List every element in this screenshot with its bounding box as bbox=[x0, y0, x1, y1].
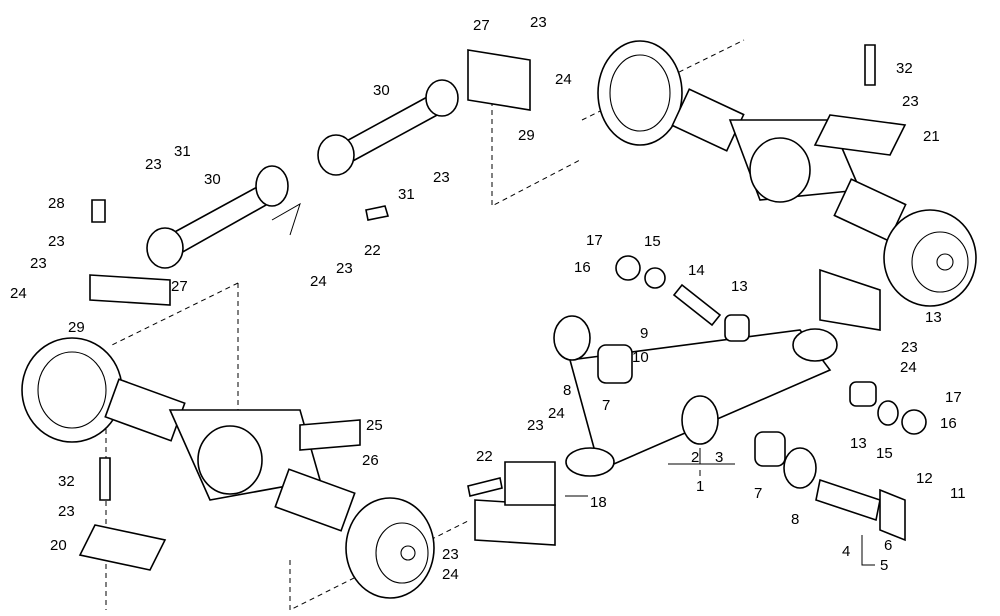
pins-and-bushings bbox=[91, 44, 927, 542]
callout-24f: 24 bbox=[442, 566, 459, 583]
callout-7a: 7 bbox=[602, 397, 610, 414]
callout-23d: 23 bbox=[145, 156, 162, 173]
callout-32a: 32 bbox=[896, 60, 913, 77]
callout-29a: 29 bbox=[518, 127, 535, 144]
callout-1: 1 bbox=[696, 478, 704, 495]
callout-3: 3 bbox=[715, 449, 723, 466]
callout-11: 11 bbox=[950, 485, 966, 502]
callout-23e: 23 bbox=[48, 233, 65, 250]
callout-18: 18 bbox=[590, 494, 607, 511]
callout-17b: 17 bbox=[945, 389, 962, 406]
rear-axle bbox=[597, 40, 977, 307]
callout-25: 25 bbox=[366, 417, 383, 434]
callout-24d: 24 bbox=[900, 359, 917, 376]
front-axle bbox=[21, 337, 435, 599]
callout-15b: 15 bbox=[876, 445, 893, 462]
callout-28: 28 bbox=[48, 195, 65, 212]
callout-13b: 13 bbox=[925, 309, 942, 326]
callout-labels: 1 2 3 4 5 6 7 7 8 8 9 10 11 12 13 13 13 … bbox=[10, 14, 966, 583]
callout-7b: 7 bbox=[754, 485, 762, 502]
callout-31b: 31 bbox=[398, 186, 415, 203]
callout-13a: 13 bbox=[731, 278, 748, 295]
callout-8b: 8 bbox=[791, 511, 799, 528]
callout-30a: 30 bbox=[373, 82, 390, 99]
callout-10: 10 bbox=[632, 349, 649, 366]
callout-23h: 23 bbox=[901, 339, 918, 356]
callout-8a: 8 bbox=[563, 382, 571, 399]
callout-20: 20 bbox=[50, 537, 67, 554]
callout-4: 4 bbox=[842, 543, 850, 560]
callout-23b: 23 bbox=[902, 93, 919, 110]
callout-21: 21 bbox=[923, 128, 940, 145]
callout-32b: 32 bbox=[58, 473, 75, 490]
callout-27a: 27 bbox=[473, 17, 490, 34]
callout-5: 5 bbox=[880, 557, 888, 574]
callout-27b: 27 bbox=[171, 278, 188, 295]
callout-6: 6 bbox=[884, 537, 892, 554]
callout-29b: 29 bbox=[68, 319, 85, 336]
callout-16a: 16 bbox=[574, 259, 591, 276]
callout-24c: 24 bbox=[310, 273, 327, 290]
callout-26: 26 bbox=[362, 452, 379, 469]
leader-lines bbox=[271, 202, 875, 566]
callout-24e: 24 bbox=[548, 405, 565, 422]
callout-12: 12 bbox=[916, 470, 933, 487]
callout-14: 14 bbox=[688, 262, 705, 279]
callout-23i: 23 bbox=[527, 417, 544, 434]
callout-2: 2 bbox=[691, 449, 699, 466]
callout-16b: 16 bbox=[940, 415, 957, 432]
callout-24b: 24 bbox=[10, 285, 27, 302]
callout-17a: 17 bbox=[586, 232, 603, 249]
callout-23g: 23 bbox=[336, 260, 353, 277]
callout-23c: 23 bbox=[433, 169, 450, 186]
brackets-and-plates bbox=[78, 49, 907, 571]
torque-rods bbox=[146, 79, 459, 269]
callout-23j: 23 bbox=[58, 503, 75, 520]
callout-9: 9 bbox=[640, 325, 648, 342]
equalizer-beam bbox=[565, 268, 881, 477]
callout-23a: 23 bbox=[530, 14, 547, 31]
callout-24a: 24 bbox=[555, 71, 572, 88]
callout-22b: 22 bbox=[476, 448, 493, 465]
callout-13c: 13 bbox=[850, 435, 867, 452]
callout-22a: 22 bbox=[364, 242, 381, 259]
callout-15a: 15 bbox=[644, 233, 661, 250]
callout-23k: 23 bbox=[442, 546, 459, 563]
callout-23f: 23 bbox=[30, 255, 47, 272]
callout-30b: 30 bbox=[204, 171, 221, 188]
callout-31a: 31 bbox=[174, 143, 191, 160]
